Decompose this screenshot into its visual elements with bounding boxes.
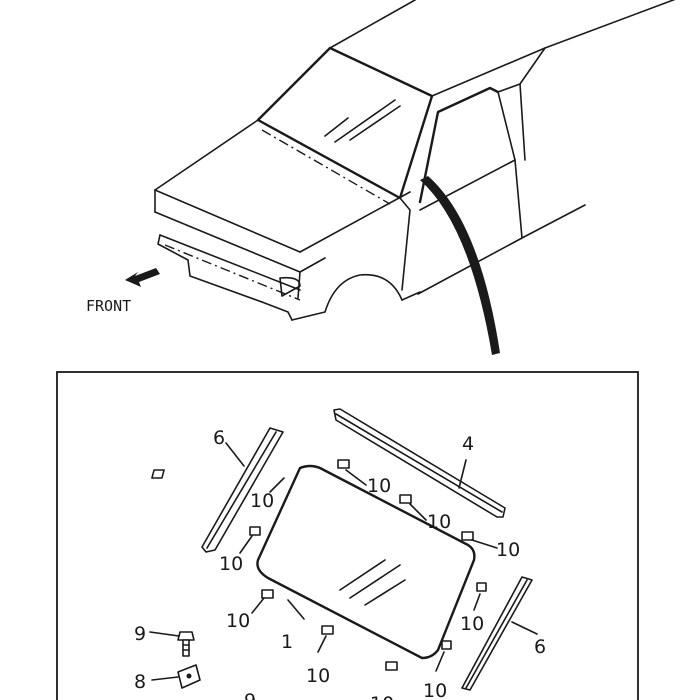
side-molding-left (201, 427, 284, 553)
windshield-glass (256, 464, 476, 660)
callout-side-molding-right: 6 (534, 636, 546, 658)
callout-spacer: 10 (367, 475, 391, 497)
callout-spacer: 10 (226, 610, 250, 632)
callout-spacer: 10 (427, 511, 451, 533)
callout-labels: 1 4 6 6 9 8 9 10 10 10 10 10 10 10 10 10… (134, 427, 546, 700)
side-molding-right (461, 576, 533, 691)
callout-clip-bracket: 8 (134, 671, 146, 693)
callout-windshield: 1 (281, 631, 293, 653)
detail-box (56, 371, 639, 700)
leader-lines (149, 442, 538, 681)
callout-spacer: 10 (250, 490, 274, 512)
vehicle-outline: FRONT (86, 0, 676, 355)
front-arrow-icon (125, 268, 160, 287)
front-label: FRONT (86, 297, 131, 315)
callout-spacer: 10 (306, 665, 330, 687)
callout-partial-bottom: 9 (244, 690, 256, 700)
callout-spacer: 10 (423, 680, 447, 700)
bolt-and-bracket (177, 631, 201, 689)
callout-bolt: 9 (134, 623, 146, 645)
callout-spacer: 10 (370, 693, 394, 700)
spacer-parts (151, 459, 487, 671)
callout-upper-molding: 4 (462, 433, 474, 455)
callout-spacer: 10 (460, 613, 484, 635)
upper-molding (333, 408, 506, 518)
callout-side-molding-left: 6 (213, 427, 225, 449)
callout-spacer: 10 (496, 539, 520, 561)
callout-spacer: 10 (219, 553, 243, 575)
